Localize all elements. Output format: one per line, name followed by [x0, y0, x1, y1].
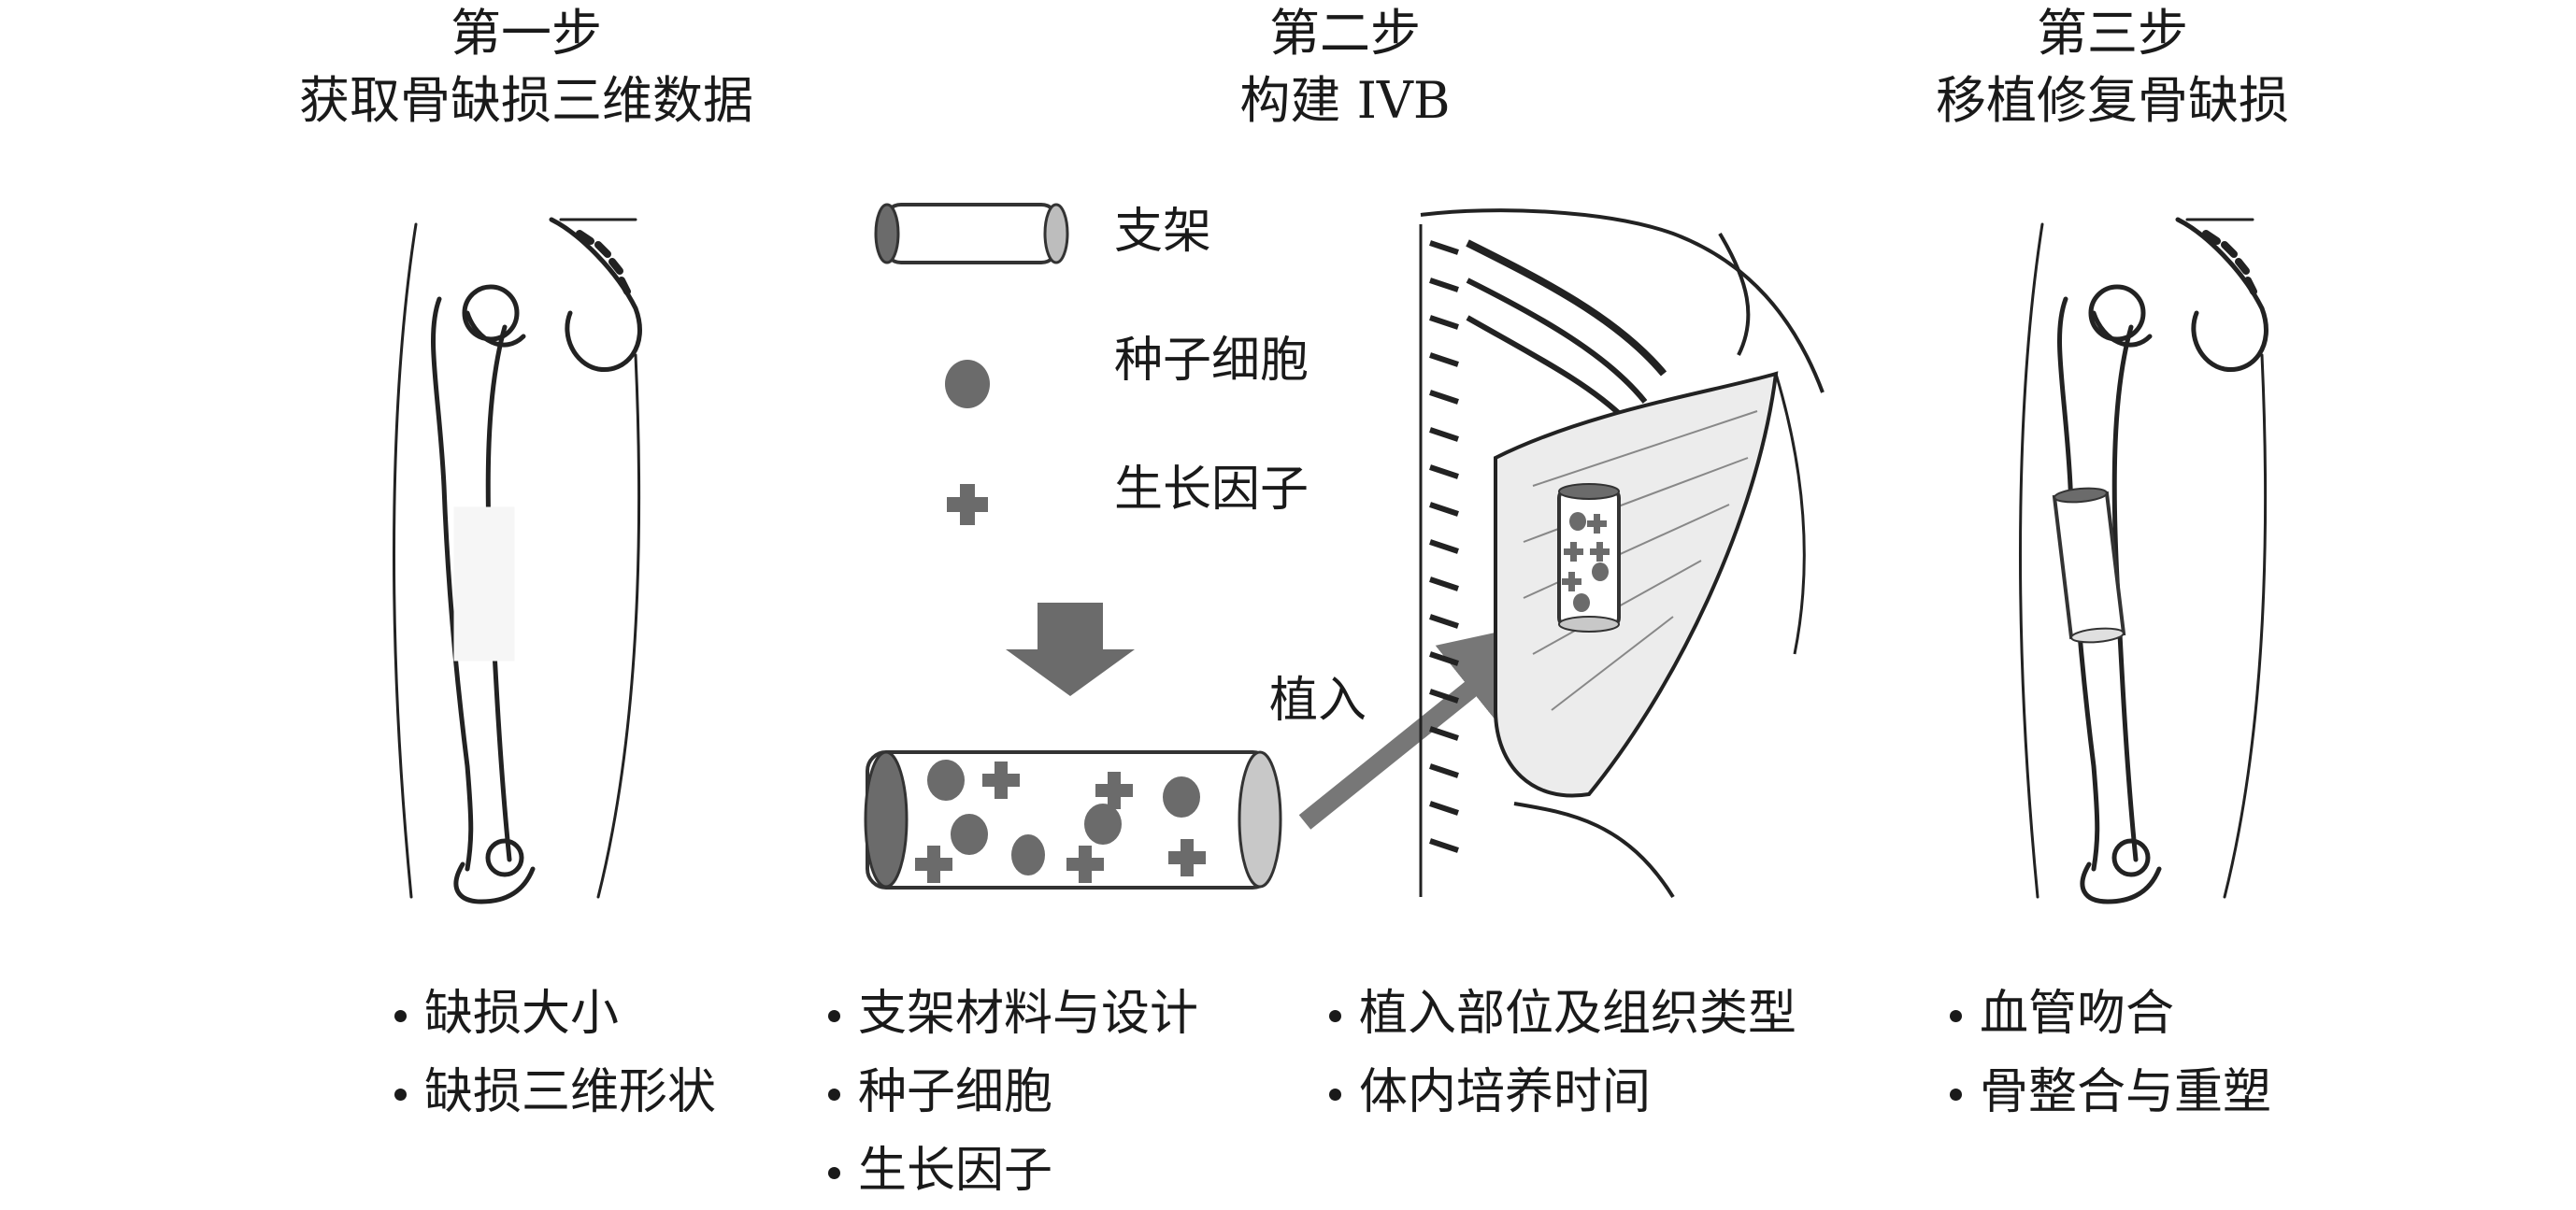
- legend-growth-factor-icon: [947, 484, 988, 525]
- combine-down-arrow: [1006, 603, 1135, 696]
- implanted-scaffold: [1557, 483, 1621, 633]
- bullet-item: 缺损三维形状: [391, 1053, 716, 1132]
- seeded-scaffold-illustration: [864, 750, 1282, 890]
- legend-seed-cell-label: 种子细胞: [1114, 333, 1309, 389]
- step-3-title: 第三步: [2037, 4, 2188, 63]
- bullet-item: 骨整合与重塑: [1946, 1053, 2271, 1132]
- femur-repaired-illustration: [2019, 217, 2268, 904]
- legend-scaffold-label: 支架: [1114, 204, 1212, 260]
- step-1-subtitle: 获取骨缺损三维数据: [299, 71, 753, 130]
- step-3-subtitle: 移植修复骨缺损: [1936, 71, 2289, 130]
- step-2-title: 第二步: [1269, 4, 1421, 63]
- bullet-list-step-2a: 支架材料与设计 种子细胞 生长因子: [824, 975, 1198, 1210]
- implant-label: 植入: [1269, 673, 1367, 729]
- legend-growth-factor-label: 生长因子: [1114, 462, 1309, 518]
- step-1-title: 第一步: [451, 4, 602, 63]
- femur-defect-illustration: [393, 217, 642, 904]
- legend-scaffold-icon: [874, 203, 1069, 264]
- bullet-item: 生长因子: [824, 1132, 1198, 1210]
- bullet-item: 种子细胞: [824, 1053, 1198, 1132]
- implant-arrow: [1298, 619, 1558, 830]
- bullet-item: 体内培养时间: [1325, 1053, 1796, 1132]
- legend-seed-cell-icon: [945, 360, 990, 408]
- bullet-item: 缺损大小: [391, 975, 716, 1053]
- bullet-item: 支架材料与设计: [824, 975, 1198, 1053]
- bullet-list-step-2b: 植入部位及组织类型 体内培养时间: [1325, 975, 1796, 1132]
- graft-in-femur: [2052, 487, 2126, 644]
- step-1-header: 第一步 获取骨缺损三维数据: [199, 0, 853, 135]
- bone-defect-gap: [453, 506, 515, 662]
- step-3-header: 第三步 移植修复骨缺损: [1785, 0, 2440, 135]
- bullet-list-step-3: 血管吻合 骨整合与重塑: [1946, 975, 2271, 1132]
- bullet-item: 血管吻合: [1946, 975, 2271, 1053]
- bullet-list-step-1: 缺损大小 缺损三维形状: [391, 975, 716, 1132]
- step-2-header: 第二步 构建 IVB: [1018, 0, 1672, 135]
- bullet-item: 植入部位及组织类型: [1325, 975, 1796, 1053]
- step-2-subtitle: 构建 IVB: [1239, 71, 1451, 130]
- back-muscle-illustration: [1419, 208, 1825, 899]
